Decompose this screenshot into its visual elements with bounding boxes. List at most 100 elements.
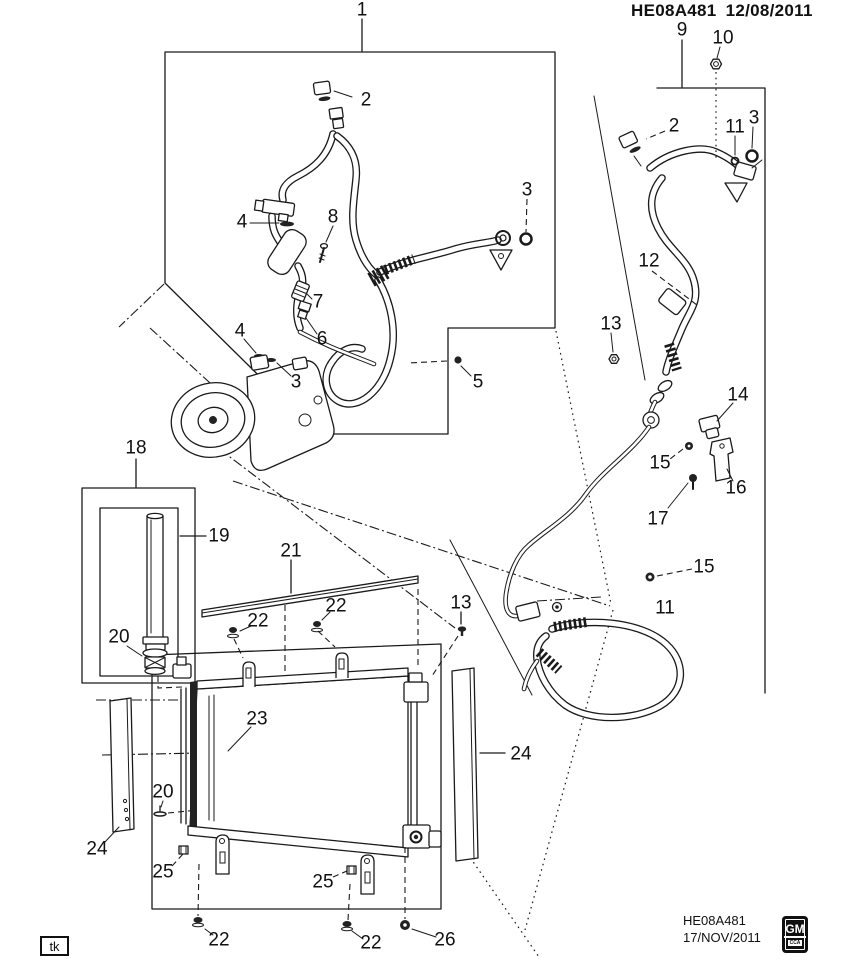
condenser-view-box [151, 643, 442, 910]
elbow-fitting [253, 198, 296, 223]
drawing-header: HE08A481 12/08/2011 [631, 1, 822, 21]
lower-bracket [215, 834, 230, 875]
footer-date: 17/NOV/2011 [683, 930, 761, 945]
valve-cap-right [618, 130, 641, 153]
compressor-pulley [170, 382, 256, 458]
footer-drawing-number: HE08A481 [683, 913, 746, 928]
callout-20: 20 [108, 626, 130, 648]
callout-24: 24 [510, 743, 532, 765]
bolt-22-topleft [227, 627, 239, 639]
callout-3: 3 [521, 179, 533, 201]
gm-logo-text: GM [784, 922, 806, 938]
compressor-drawing [170, 354, 335, 472]
callout-12: 12 [638, 250, 660, 272]
coupler-12 [658, 288, 687, 316]
callout-22: 22 [360, 932, 382, 954]
rear-hose-assembly-drawing [503, 130, 763, 722]
muffler [267, 228, 307, 276]
callout-2: 2 [668, 115, 680, 137]
callout-4: 4 [234, 320, 246, 342]
callout-10: 10 [712, 27, 734, 49]
grommet-14 [698, 414, 721, 440]
callout-2: 2 [360, 89, 372, 111]
nut-25-right [346, 865, 357, 875]
fasteners-drawing [178, 58, 759, 932]
callout-20: 20 [152, 781, 174, 803]
callout-3: 3 [748, 107, 760, 129]
side-seal-left [109, 697, 135, 833]
callout-24: 24 [86, 838, 108, 860]
callout-25: 25 [152, 861, 174, 883]
receiver-drier-cartridge-drawing [142, 512, 183, 689]
hose-end-bracket [489, 249, 513, 271]
callout-6: 6 [316, 328, 328, 350]
bolt-17 [689, 474, 697, 490]
callout-22: 22 [208, 929, 230, 951]
drawing-number: HE08A481 [631, 1, 717, 20]
callout-7: 7 [312, 291, 324, 313]
callout-5: 5 [472, 371, 484, 393]
bolt-26 [400, 920, 410, 930]
author-initials-box: tk [40, 936, 69, 956]
callout-26: 26 [434, 929, 456, 951]
gm-logo-subtext: CCA [787, 940, 803, 946]
condenser-drawing [109, 575, 479, 895]
callout-13: 13 [450, 592, 472, 614]
nut-13-right [608, 354, 620, 364]
callout-21: 21 [280, 540, 302, 562]
lower-bracket [360, 854, 375, 895]
callout-16: 16 [725, 477, 747, 499]
callout-18: 18 [125, 437, 147, 459]
view-boxes [81, 51, 766, 910]
box-18-outline [81, 487, 196, 684]
callout-11: 11 [725, 116, 745, 138]
callout-4: 4 [236, 211, 248, 233]
gm-logo: GM CCA [782, 916, 808, 953]
callout-15: 15 [649, 452, 671, 474]
bolt-13-left [457, 626, 467, 636]
callout-1: 1 [356, 0, 368, 21]
callout-13: 13 [600, 313, 622, 335]
mount-clip [242, 661, 256, 687]
callout-17: 17 [647, 508, 669, 530]
callout-15: 15 [693, 556, 715, 578]
pressure-switch [291, 280, 310, 303]
drawing-date: 12/08/2011 [725, 1, 813, 20]
drawing-footer: HE08A481 17/NOV/2011 [683, 912, 761, 946]
o-ring-3 [745, 149, 759, 163]
mount-clip [335, 652, 349, 678]
bolt-22-topright [311, 621, 323, 633]
callout-8: 8 [327, 206, 339, 228]
author-initials: tk [49, 938, 60, 954]
hose-junction [367, 264, 391, 287]
o-ring-11 [730, 156, 740, 166]
box-19-outline [99, 507, 179, 677]
callout-23: 23 [246, 708, 268, 730]
seal-washer [280, 221, 294, 227]
callout-22: 22 [247, 610, 269, 632]
nut-15b [645, 572, 655, 582]
callout-9: 9 [676, 19, 688, 41]
nut-25-left [178, 845, 189, 855]
o-ring [519, 232, 533, 246]
side-seal-right [451, 667, 479, 862]
callout-11: 11 [655, 597, 675, 619]
compressor-hose-assembly-drawing [253, 80, 533, 408]
box-1-outline [164, 51, 556, 435]
switch-fitting [297, 300, 312, 320]
callout-22: 22 [325, 595, 347, 617]
callout-25: 25 [312, 871, 334, 893]
bolt-22-bottomright [341, 921, 353, 932]
callout-19: 19 [208, 525, 230, 547]
callout-14: 14 [727, 384, 749, 406]
stud-bolt [318, 242, 329, 263]
leader-lines [103, 18, 754, 940]
callout-3: 3 [290, 371, 302, 393]
bolt-22-bottomleft [192, 917, 204, 928]
hose-end-bracket-right [724, 182, 748, 203]
nut-10 [709, 58, 723, 70]
box-9-outline [656, 87, 766, 694]
valve-cap [312, 80, 345, 130]
